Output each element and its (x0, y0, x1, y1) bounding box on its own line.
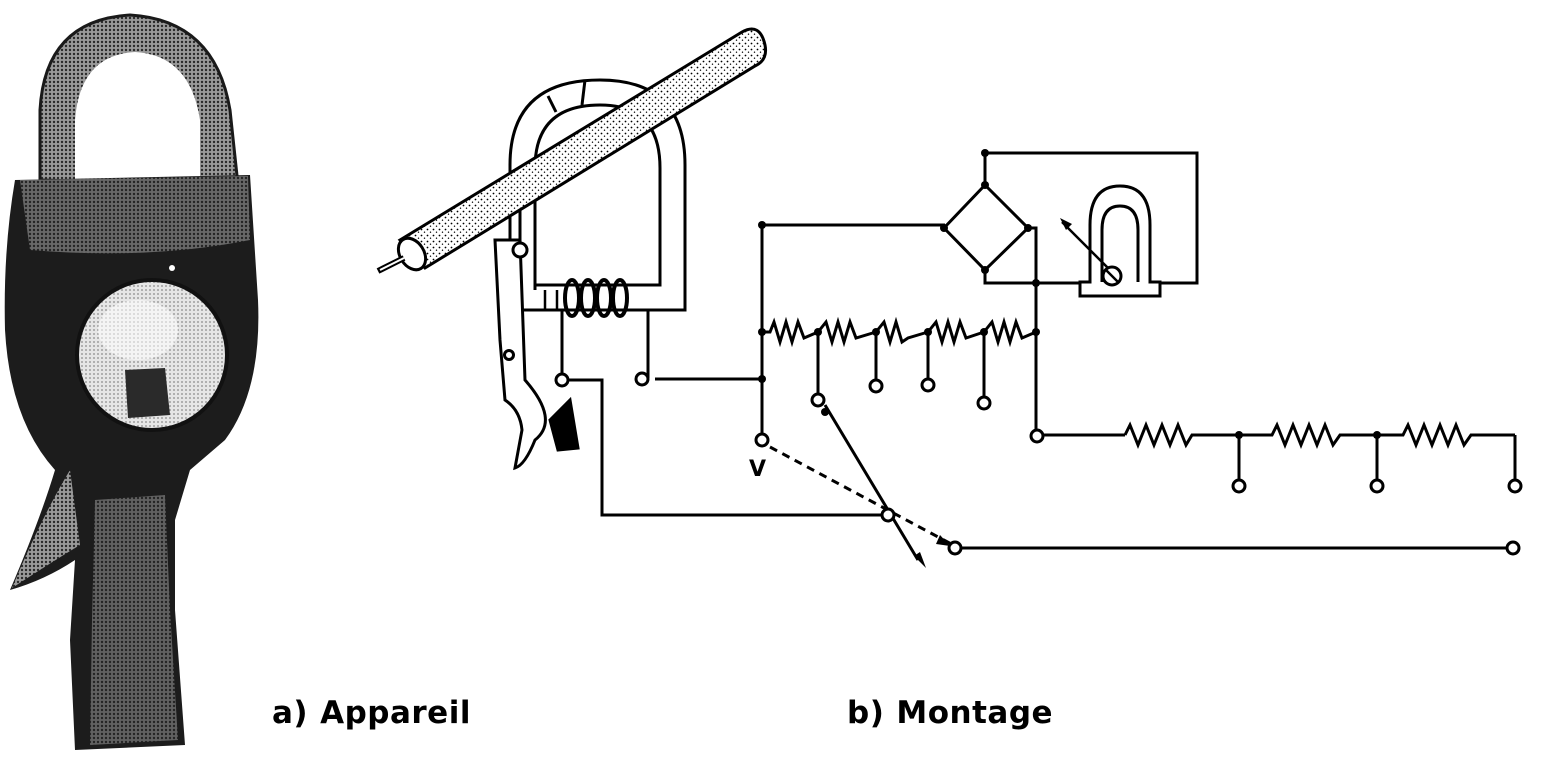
terminal (1029, 428, 1045, 444)
dial-knob (125, 368, 170, 418)
resistor-chain (762, 316, 1037, 348)
dial-glare (98, 300, 178, 360)
terminal (810, 392, 826, 408)
terminal (634, 371, 650, 387)
wire (983, 151, 1199, 285)
switch-lever (823, 404, 920, 561)
galvanometer-icon (1060, 184, 1162, 298)
caption-tag-b: b) (847, 695, 885, 731)
wire (1028, 226, 1082, 285)
cable-conductor-inner (379, 257, 405, 271)
resistor (1123, 420, 1515, 450)
body-screw (169, 265, 175, 271)
clamp-meter-photo (4, 13, 259, 750)
terminals (554, 371, 1523, 556)
switch-dashed (769, 445, 956, 548)
switch-arrow-2 (936, 535, 950, 546)
terminal (947, 540, 963, 556)
circuit-schematic (560, 151, 1517, 568)
core-joint-2 (546, 95, 558, 113)
terminal (920, 377, 936, 393)
trigger-pivot (511, 241, 529, 259)
terminal (554, 372, 570, 388)
trigger-lever (12, 470, 80, 588)
trigger-arm (493, 238, 547, 471)
caption-text-b: Montage (896, 695, 1054, 731)
magnetic-core-outer (508, 78, 687, 320)
cable-body (397, 27, 767, 270)
rectifier-bridge (941, 182, 1031, 273)
secondary-winding (543, 278, 629, 318)
trigger-spring (548, 396, 580, 452)
switch-arrow (914, 552, 926, 568)
terminal (976, 395, 992, 411)
terminal (1369, 478, 1385, 494)
handle (90, 495, 178, 745)
caption-tag-a: a) (272, 695, 309, 731)
terminal (754, 432, 770, 448)
caption-panel-a: a) Appareil (272, 695, 471, 731)
trigger-pin (503, 349, 515, 361)
terminal (1231, 478, 1247, 494)
junctions (758, 149, 1381, 519)
caption-text-a: Appareil (320, 695, 471, 731)
terminal (880, 507, 896, 523)
caption-panel-b: b) Montage (847, 695, 1053, 731)
meter-body-top (20, 176, 250, 254)
wire (983, 270, 1036, 285)
terminal (1507, 478, 1523, 494)
conductor-cable (376, 27, 767, 274)
core-joint (580, 79, 587, 106)
clamp-core-drawing (508, 78, 687, 320)
wire (569, 378, 888, 517)
core-front (658, 165, 687, 310)
terminal (868, 378, 884, 394)
terminal (1505, 540, 1521, 556)
magnetic-core-inner (533, 103, 662, 290)
switch-position-label: V (749, 457, 766, 482)
clamp-jaw-opening (75, 52, 200, 180)
trigger-mechanism (493, 210, 580, 471)
